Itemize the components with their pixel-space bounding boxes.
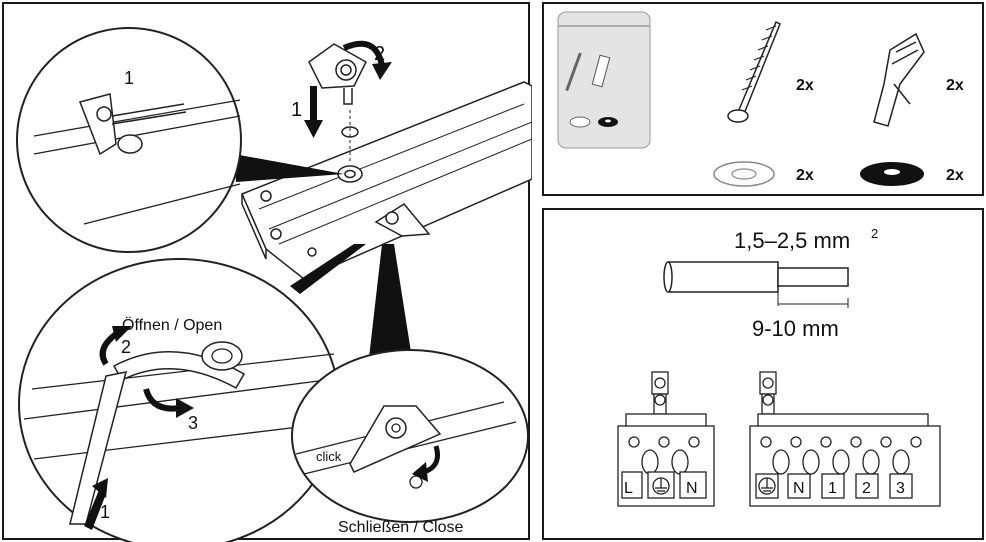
cable-icon: [663, 261, 849, 308]
rubber-washer-icon: [860, 162, 924, 186]
mounting-panel: 1 2 1 Öffnen / Open 2: [2, 2, 532, 542]
open-step-rotate-number: 2: [121, 337, 131, 357]
rotate-ccw-icon: [99, 326, 132, 366]
screw-qty: 2x: [796, 77, 814, 94]
parts-panel: 2x 2x 2x 2x: [542, 2, 984, 196]
cross-section-label: 1,5–2,5 mm: [734, 228, 850, 253]
arrow-down-icon: [304, 86, 323, 138]
terminal-b-3-label: 3: [896, 480, 905, 497]
earth-icon: [758, 477, 776, 495]
terminal-block-a: [617, 371, 715, 507]
detail-circle-top: [16, 27, 242, 253]
earth-icon: [652, 477, 670, 495]
zoom-pointer-left: [290, 244, 366, 294]
dowel-icon: [873, 32, 925, 127]
detail-top-step-number: 1: [124, 68, 134, 88]
open-step-lift-number: 3: [188, 413, 198, 433]
wiring-illustration: 1,5–2,5 mm 2 9-10 mm L N: [617, 226, 941, 507]
wiring-panel: 1,5–2,5 mm 2 9-10 mm L N: [542, 208, 984, 540]
rail-clamp: [374, 203, 431, 237]
parts-bag: [557, 11, 651, 149]
mounting-rail: [241, 81, 532, 280]
washer-icon: [713, 161, 775, 187]
terminal-a-l-label: L: [624, 480, 633, 497]
step-down-number: 1: [291, 99, 302, 121]
terminal-b-2-label: 2: [862, 480, 871, 497]
dowel-qty: 2x: [946, 77, 964, 94]
rubber-washer-qty: 2x: [946, 167, 964, 184]
arrow-close-icon: [412, 445, 440, 482]
click-label: click: [316, 449, 342, 464]
open-step-push-number: 1: [100, 502, 110, 522]
rotate-cw-icon: [342, 40, 392, 80]
parts-illustration: 2x 2x 2x 2x: [557, 11, 964, 187]
falling-clamp: [308, 43, 367, 164]
zoom-pointer-right: [366, 244, 416, 384]
washer-qty: 2x: [796, 167, 814, 184]
terminal-b-1-label: 1: [828, 480, 837, 497]
step-rotate-number: 2: [374, 43, 385, 65]
screw-icon: [727, 20, 781, 123]
close-label: Schließen / Close: [338, 519, 463, 536]
arrow-lift-icon: [143, 388, 194, 418]
detail-circle-close: [291, 349, 529, 523]
arrow-push-icon: [84, 478, 108, 530]
terminal-a-n-label: N: [686, 480, 698, 497]
terminal-block-b: [749, 371, 941, 507]
zoom-pointer: [234, 154, 344, 182]
terminal-b-n-label: N: [793, 480, 805, 497]
cross-section-superscript: 2: [871, 226, 878, 241]
strip-length-label: 9-10 mm: [752, 316, 839, 341]
open-label: Öffnen / Open: [122, 316, 222, 334]
mounting-illustration: 1 2 1 Öffnen / Open 2: [16, 27, 532, 542]
